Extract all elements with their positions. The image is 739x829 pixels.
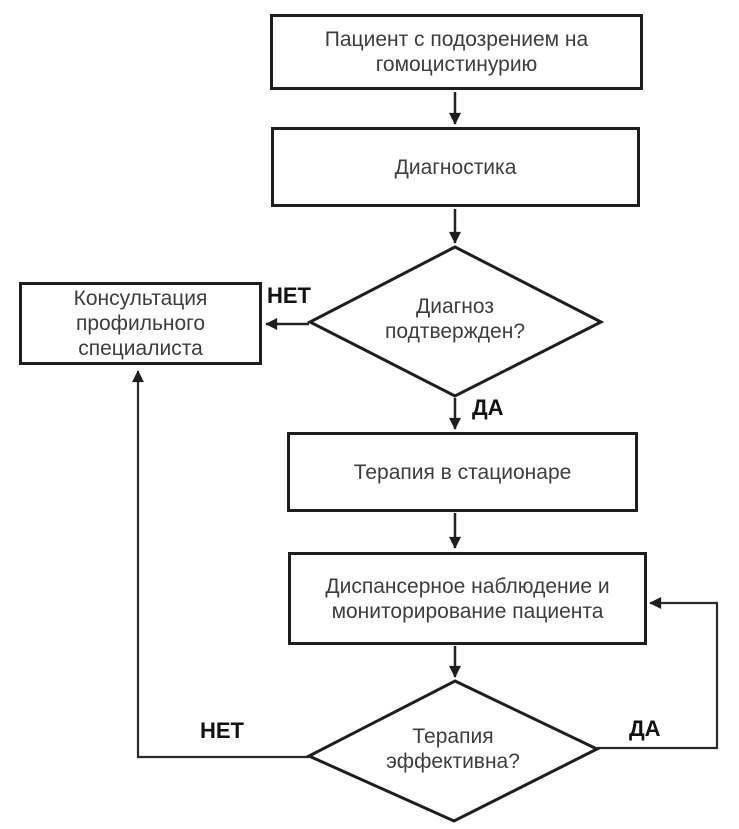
branch-label-therapy-no: НЕТ (200, 718, 244, 743)
decision-diagnosis-label: Диагноз подтвержден? (385, 295, 525, 343)
arrow-loop-no-to-consultation (132, 370, 309, 759)
node-therapy: Терапия в стационаре (287, 432, 638, 512)
node-diagnostics: Диагностика (271, 127, 640, 207)
node-patient: Пациент с подозрением на гомоцистинурию (270, 14, 643, 90)
branch-label-diagnosis-yes: ДА (472, 395, 504, 420)
branch-label-diagnosis-no: НЕТ (267, 283, 311, 308)
decision-diagnosis-shape (306, 245, 605, 398)
node-monitoring: Диспансерное наблюдение и мониторировани… (288, 552, 647, 645)
arrow-loop-yes-to-monitoring (597, 597, 719, 750)
node-consultation: Консультация профильного специалиста (19, 282, 262, 365)
branch-label-therapy-yes: ДА (629, 716, 661, 741)
decision-therapy-label: Терапия эффективна? (386, 725, 520, 773)
decision-therapy-shape (305, 679, 601, 823)
